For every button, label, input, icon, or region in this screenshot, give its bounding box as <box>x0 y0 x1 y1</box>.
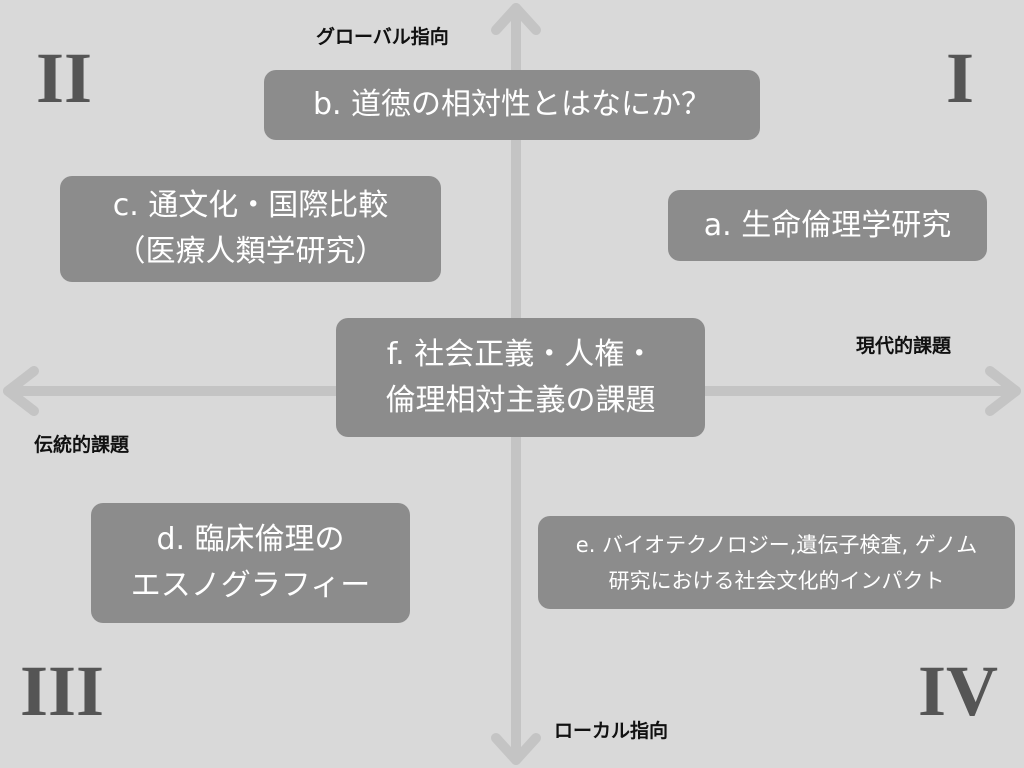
box-b-line-1: b. 道徳の相対性とはなにか？ <box>312 87 712 122</box>
box-e-line-1: e. バイオテクノロジー,遺伝子検査, ゲノム <box>575 532 978 557</box>
arrow-left-icon <box>3 366 39 416</box>
quadrant-label-2: II <box>36 38 93 118</box>
box-c-line-2: （医療人類学研究） <box>115 234 386 269</box>
box-b: b. 道徳の相対性とはなにか？ <box>264 70 760 140</box>
axis-label-bottom: ローカル指向 <box>554 720 669 742</box>
axis-label-right: 現代的課題 <box>856 335 952 357</box>
box-f: f. 社会正義・人権・ 倫理相対主義の課題 <box>336 318 705 437</box>
box-e: e. バイオテクノロジー,遺伝子検査, ゲノム 研究における社会文化的インパクト <box>538 516 1015 609</box>
box-e-line-2: 研究における社会文化的インパクト <box>608 568 945 593</box>
quadrant-label-4: IV <box>918 651 999 731</box>
arrow-right-icon <box>985 366 1021 416</box>
box-c-line-1: c. 通文化・国際比較 <box>112 188 389 223</box>
box-d-line-2: エスノグラフィー <box>130 568 371 603</box>
axis-label-top: グローバル指向 <box>316 26 449 48</box>
quadrant-label-3: III <box>20 651 105 731</box>
box-f-line-1: f. 社会正義・人権・ <box>386 336 655 372</box>
box-a-line-1: a. 生命倫理学研究 <box>703 207 952 243</box>
box-a: a. 生命倫理学研究 <box>668 190 987 261</box>
arrow-up-icon <box>491 3 541 35</box>
quadrant-label-1: I <box>946 38 975 118</box>
arrow-down-icon <box>491 733 541 765</box>
box-c: c. 通文化・国際比較 （医療人類学研究） <box>60 176 441 282</box>
box-d-line-1: d. 臨床倫理の <box>156 522 345 557</box>
axis-label-left: 伝統的課題 <box>34 434 130 456</box>
box-f-line-2: 倫理相対主義の課題 <box>385 382 656 418</box>
box-d: d. 臨床倫理の エスノグラフィー <box>91 503 410 623</box>
